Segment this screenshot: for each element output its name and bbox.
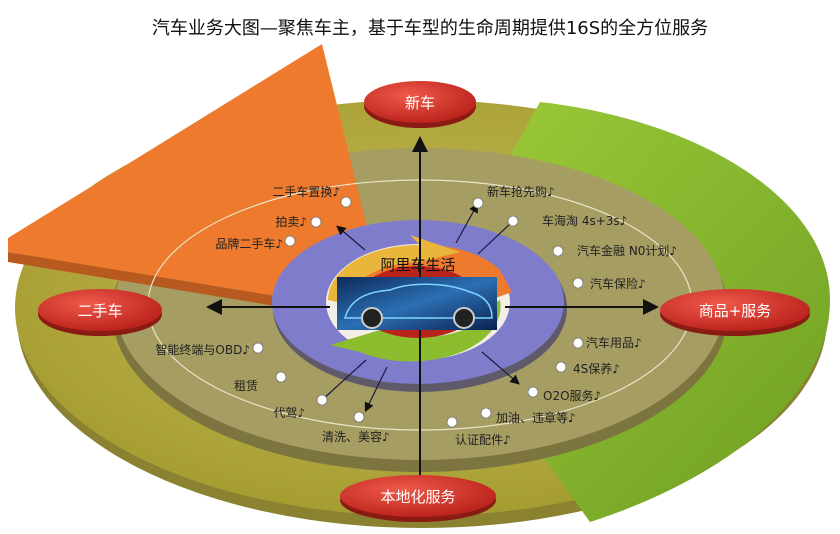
section-label: 本地化服务 [380,488,455,506]
item-brand-used[interactable]: 品牌二手车♪ [215,236,283,251]
item-driver[interactable]: 代驾♪ [273,406,305,420]
section-label: 二手车 [77,302,122,320]
item-used-replace[interactable]: 二手车置换♪ [272,184,340,199]
section-label: 商品+服务 [699,302,772,320]
item-finance[interactable]: 汽车金融 N0计划♪ [577,243,677,258]
center-label: 阿里车生活 [380,256,455,274]
item-wash-beauty[interactable]: 清洗、美容♪ [322,429,390,444]
item-rental[interactable]: 租赁 [234,379,258,393]
cycle-arrow-yellow [328,235,460,305]
car-brands-image [337,277,497,330]
item-4s-maintenance[interactable]: 4S保养♪ [573,361,620,376]
item-auction[interactable]: 拍卖♪ [275,214,307,229]
orange-sector-edge [8,252,300,310]
item-obd[interactable]: 智能终端与OBD♪ [155,342,250,357]
page-title: 汽车业务大图—聚焦车主，基于车型的生命周期提供16S的全方位服务 [152,18,708,39]
section-new-car[interactable]: 新车 [364,81,476,128]
item-dots [252,196,584,428]
spoke-arrows [321,202,520,413]
section-goods-service[interactable]: 商品+服务 [660,289,810,336]
cycle-arrow-green [330,300,501,362]
item-insurance[interactable]: 汽车保险♪ [590,276,646,291]
item-o2o[interactable]: O2O服务♪ [543,388,601,403]
item-new-presale[interactable]: 新车抢先购♪ [487,184,555,199]
item-import[interactable]: 车海淘 4s+3s♪ [542,213,627,228]
item-certified-parts[interactable]: 认证配件♪ [455,433,511,447]
orange-sector [8,44,372,300]
item-fuel-violation[interactable]: 加油、违章等♪ [496,410,576,425]
section-local-service[interactable]: 本地化服务 [340,475,496,522]
item-supplies[interactable]: 汽车用品♪ [586,335,642,350]
section-used-car[interactable]: 二手车 [38,289,162,336]
section-label: 新车 [405,94,435,112]
